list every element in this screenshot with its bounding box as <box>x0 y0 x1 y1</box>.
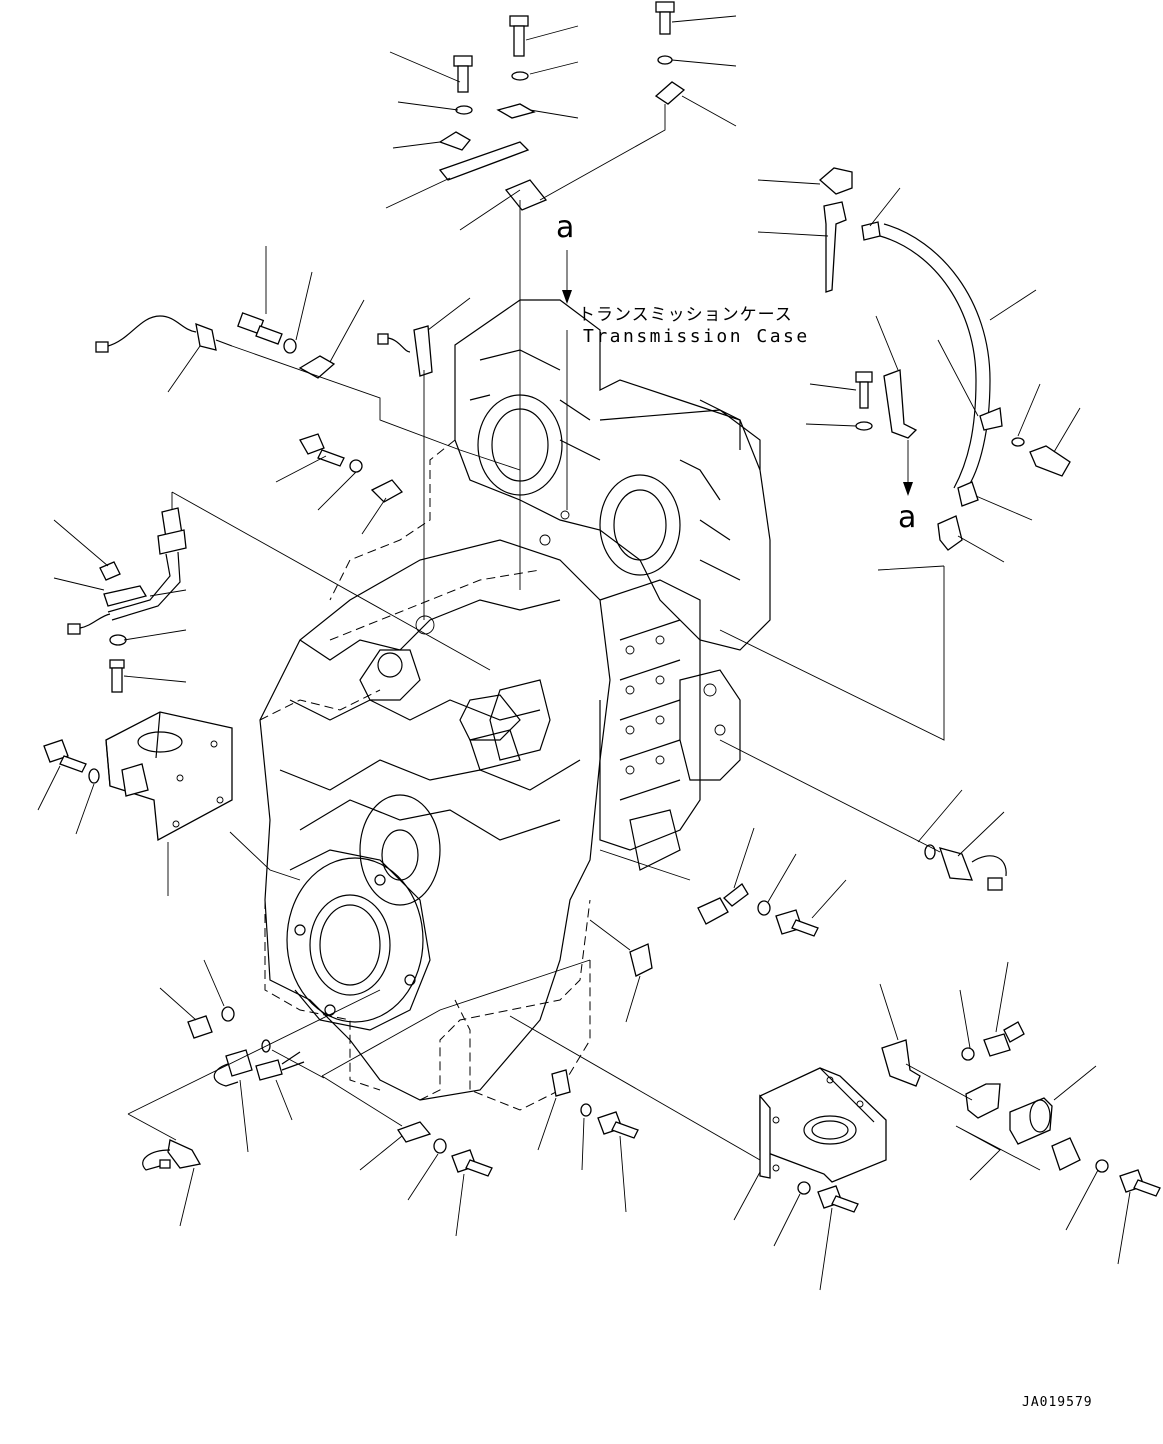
reference-mark-a-right: a <box>898 500 917 535</box>
lower-left-hardware <box>127 959 381 1227</box>
transmission-case <box>259 299 771 1111</box>
pipe-assembly <box>719 167 1081 741</box>
title-japanese: トランスミッションケース <box>578 305 793 325</box>
right-hardware <box>599 739 1161 1265</box>
lower-right-mount-bracket <box>733 1067 887 1291</box>
left-pressure-sensor <box>53 491 491 693</box>
left-harness-group <box>95 246 521 620</box>
top-bolt-group <box>385 1 737 590</box>
drawing-code: JA019579 <box>1022 1395 1093 1410</box>
reference-arrow <box>562 250 572 510</box>
left-mount-bracket <box>37 711 301 896</box>
reference-mark-a-top: a <box>556 210 575 245</box>
title-english: Transmission Case <box>583 326 810 347</box>
lower-center-hardware <box>321 919 761 1237</box>
